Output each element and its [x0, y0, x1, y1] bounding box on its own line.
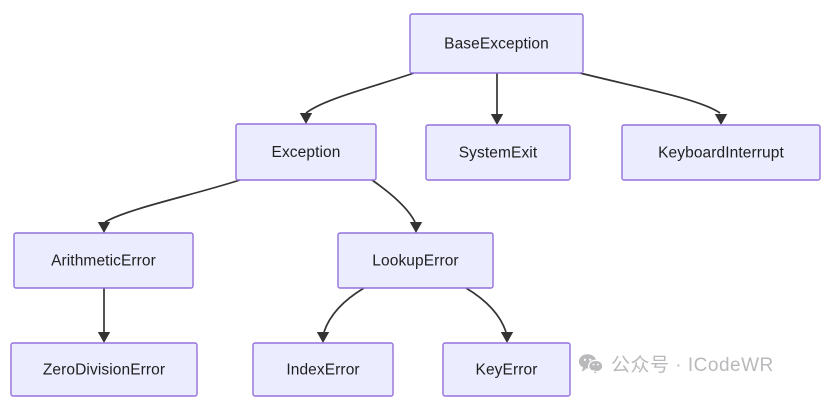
- node-label: SystemExit: [459, 145, 538, 162]
- node-box[interactable]: [425, 124, 571, 181]
- node-box[interactable]: [621, 124, 821, 181]
- node-box[interactable]: [13, 232, 194, 289]
- node-systemexit[interactable]: SystemExit: [425, 124, 571, 181]
- node-zerodivisionerror[interactable]: ZeroDivisionError: [10, 342, 198, 397]
- node-label: ZeroDivisionError: [43, 362, 165, 379]
- node-label: ArithmeticError: [51, 253, 156, 270]
- edge-line: [465, 287, 507, 333]
- edge-exception-to-arithmeticerror: [97, 179, 241, 233]
- arrowhead-icon: [299, 113, 313, 124]
- edge-lookuperror-to-keyerror: [465, 287, 514, 343]
- arrowhead-icon: [490, 114, 504, 125]
- edge-arithmeticerror-to-zerodivisionerror: [97, 288, 111, 343]
- edges-layer: [97, 72, 728, 343]
- node-label: Exception: [272, 144, 341, 161]
- node-baseexception[interactable]: BaseException: [409, 13, 584, 74]
- edge-lookuperror-to-indexerror: [316, 287, 365, 343]
- arrowhead-icon: [97, 222, 111, 233]
- edge-line: [305, 72, 415, 114]
- edge-baseexception-to-exception: [299, 72, 415, 124]
- arrowhead-icon: [316, 332, 330, 343]
- edge-line: [579, 72, 721, 114]
- watermark: 公众号 · ICodeWR: [578, 350, 774, 377]
- wechat-icon: [578, 353, 604, 375]
- node-box[interactable]: [10, 342, 198, 397]
- node-keyboardinterrupt[interactable]: KeyboardInterrupt: [621, 124, 821, 181]
- node-label: KeyboardInterrupt: [658, 145, 784, 162]
- node-exception[interactable]: Exception: [235, 123, 377, 181]
- edge-baseexception-to-keyboardinterrupt: [579, 72, 728, 125]
- arrowhead-icon: [714, 114, 728, 125]
- node-box[interactable]: [235, 123, 377, 181]
- arrowhead-icon: [97, 332, 111, 343]
- node-box[interactable]: [337, 232, 494, 289]
- node-box[interactable]: [442, 342, 571, 397]
- node-label: LookupError: [372, 253, 458, 270]
- edge-line: [104, 179, 241, 223]
- arrowhead-icon: [500, 332, 514, 343]
- node-arithmeticerror[interactable]: ArithmeticError: [13, 232, 194, 289]
- node-lookuperror[interactable]: LookupError: [337, 232, 494, 289]
- node-label: IndexError: [286, 362, 359, 379]
- edge-line: [323, 287, 365, 333]
- node-indexerror[interactable]: IndexError: [252, 342, 394, 397]
- node-box[interactable]: [252, 342, 394, 397]
- node-keyerror[interactable]: KeyError: [442, 342, 571, 397]
- node-box[interactable]: [409, 13, 584, 74]
- watermark-text: 公众号 · ICodeWR: [611, 355, 774, 376]
- edge-baseexception-to-systemexit: [490, 73, 504, 125]
- arrowhead-icon: [409, 222, 423, 233]
- edge-line: [371, 179, 416, 223]
- node-label: BaseException: [444, 36, 549, 53]
- edge-exception-to-lookuperror: [371, 179, 423, 233]
- node-label: KeyError: [476, 362, 538, 379]
